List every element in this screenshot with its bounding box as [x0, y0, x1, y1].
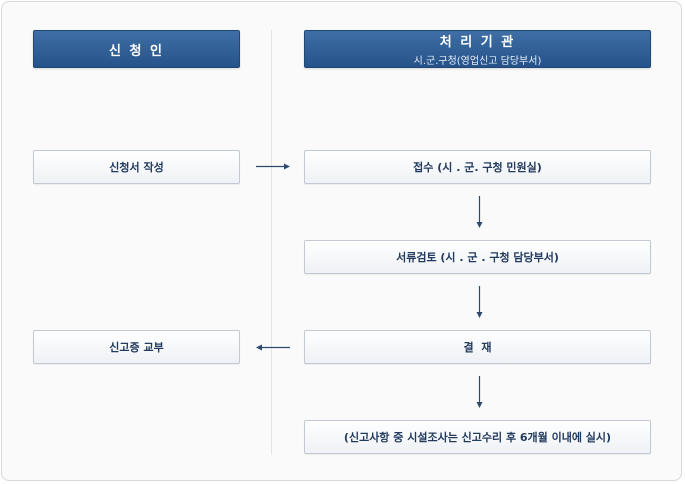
step-approval: 결 재: [304, 330, 651, 364]
step-reception-label: 접수 (시 . 군. 구청 민원실): [413, 161, 542, 174]
agency-header-sublabel: 시.군.구청(영업신고 담당부서): [413, 56, 542, 67]
applicant-header-label: 신 청 인: [109, 43, 164, 59]
arrow-down-icon: [474, 286, 485, 318]
step-issue-certificate-label: 신고증 교부: [109, 341, 164, 354]
arrow-down-icon: [474, 376, 485, 408]
step-document-review-label: 서류검토 (시 . 군 . 구청 담당부서): [396, 251, 559, 264]
step-write-application: 신청서 작성: [33, 150, 240, 184]
arrow-right-icon: [256, 161, 290, 172]
agency-header-label: 처 리 기 관: [439, 35, 516, 50]
agency-header: 처 리 기 관 시.군.구청(영업신고 담당부서): [304, 30, 651, 68]
step-issue-certificate: 신고증 교부: [33, 330, 240, 364]
step-reception: 접수 (시 . 군. 구청 민원실): [304, 150, 651, 184]
arrow-left-icon: [256, 342, 290, 353]
step-write-application-label: 신청서 작성: [109, 161, 164, 174]
step-document-review: 서류검토 (시 . 군 . 구청 담당부서): [304, 240, 651, 274]
column-divider: [271, 30, 272, 455]
arrow-down-icon: [474, 196, 485, 228]
step-facility-inspection-note-label: (신고사항 중 시설조사는 신고수리 후 6개월 이내에 실시): [343, 431, 612, 444]
applicant-header: 신 청 인: [33, 30, 240, 68]
step-facility-inspection-note: (신고사항 중 시설조사는 신고수리 후 6개월 이내에 실시): [304, 420, 651, 454]
step-approval-label: 결 재: [463, 341, 492, 354]
